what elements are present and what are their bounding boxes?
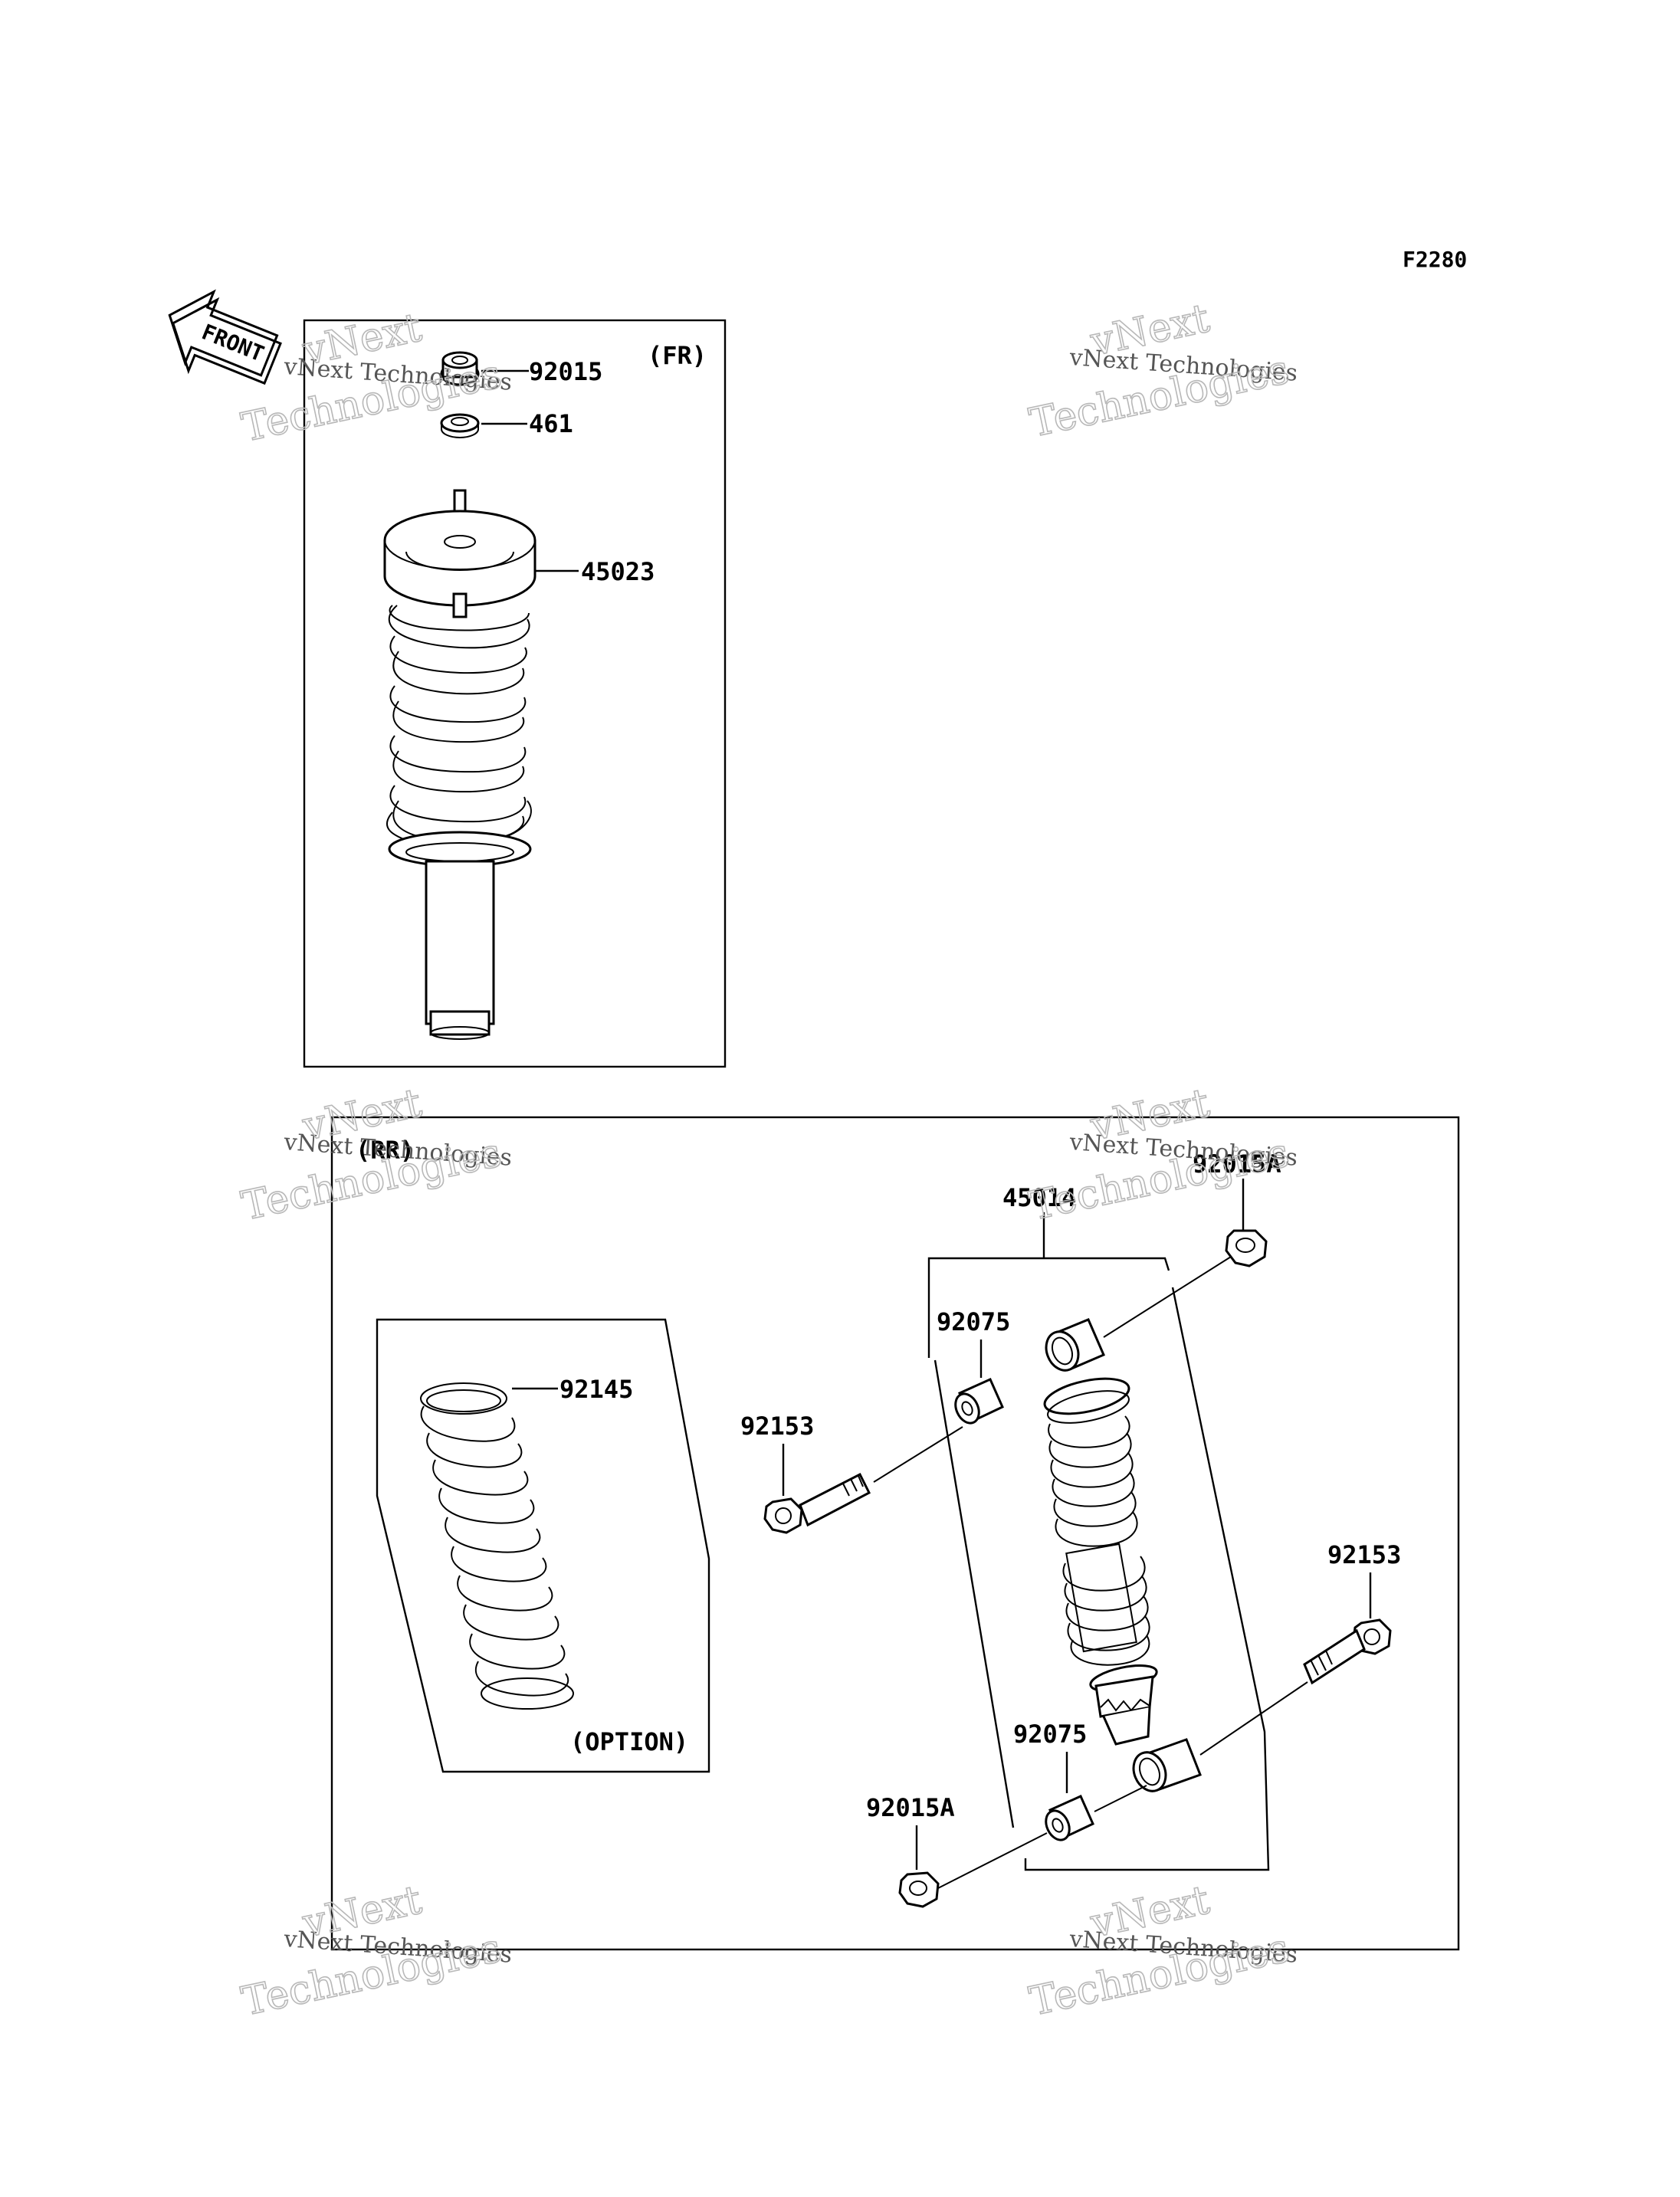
rr-spring-label: 92145	[559, 1375, 633, 1404]
rr-shock-bracket-top	[927, 1257, 1170, 1358]
rear-section-frame	[330, 1116, 1460, 1951]
rr-shock-bracket-right	[1024, 1287, 1270, 1871]
rr-shock-label: 45014	[1002, 1183, 1076, 1212]
fr-nut-label: 92015	[529, 357, 602, 386]
rr-bottom-nut-label: 92015A	[866, 1793, 955, 1822]
option-label: (OPTION)	[570, 1727, 688, 1756]
rr-top-bushing-icon	[954, 1378, 1004, 1425]
rr-top-nut-icon	[1225, 1229, 1268, 1267]
rr-spring-icon	[420, 1382, 574, 1710]
rr-top-bushing-label: 92075	[937, 1307, 1010, 1336]
rr-bottom-bolt-label: 92153	[1327, 1540, 1401, 1569]
watermark-bottom-right: vNext Technologies vNext Technologies	[1025, 1877, 1298, 2026]
rr-top-bolt-label: 92153	[740, 1412, 814, 1441]
watermark-top-right: vNext Technologies vNext Technologies	[1025, 295, 1298, 448]
rr-shock-absorber-icon	[1043, 1256, 1308, 1792]
rr-bottom-bolt-icon	[1303, 1618, 1392, 1685]
figure-code: F2280	[1403, 247, 1467, 272]
fr-shock-label: 45023	[581, 557, 655, 586]
rr-top-nut-label: 92015A	[1193, 1149, 1281, 1179]
fr-shock-absorber-icon	[383, 489, 536, 1040]
front-arrow-icon: FRONT	[168, 289, 282, 385]
rr-shock-bracket-left	[934, 1359, 1015, 1828]
watermark-middle-left: vNext Technologies vNext Technologies	[237, 1080, 513, 1231]
watermark-bottom-left: vNext Technologies vNext Technologies	[237, 1877, 513, 2026]
rear-section-label: (RR)	[356, 1136, 415, 1165]
front-section-frame	[303, 319, 727, 1068]
rr-bottom-nut-icon	[898, 1832, 1048, 1908]
fr-washer-label: 461	[529, 409, 573, 438]
front-section-label: (FR)	[648, 341, 707, 370]
watermark-middle-right: vNext Technologies vNext Technologies	[1025, 1080, 1298, 1231]
rr-top-bolt-icon	[763, 1426, 963, 1534]
fr-nut-icon	[440, 351, 480, 386]
rr-bottom-bushing-icon	[1045, 1785, 1147, 1841]
rr-top-bolt-axis	[873, 1426, 963, 1483]
option-frame	[376, 1318, 710, 1773]
rr-bottom-bushing-label: 92075	[1013, 1720, 1087, 1749]
fr-washer-icon	[440, 413, 480, 438]
